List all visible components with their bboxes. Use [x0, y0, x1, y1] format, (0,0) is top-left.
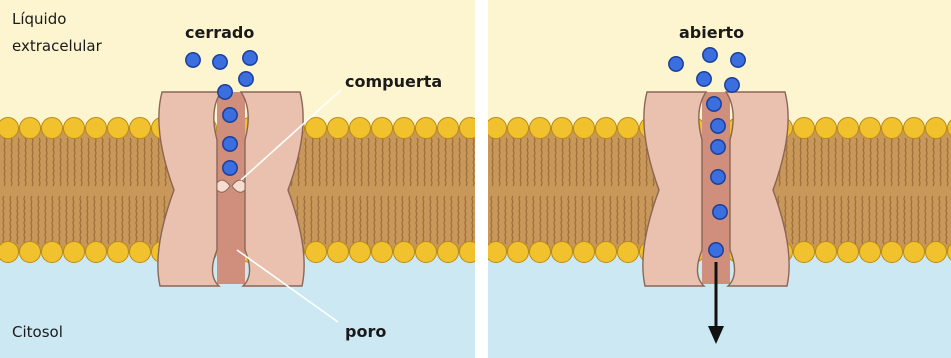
- cytosol-label: Citosol: [12, 323, 63, 341]
- lipid-head: [508, 118, 529, 139]
- ion: [707, 97, 721, 111]
- lipid-head: [372, 242, 393, 263]
- lipid-head: [64, 118, 85, 139]
- ion: [669, 57, 683, 71]
- lipid-head: [838, 242, 859, 263]
- ion: [703, 48, 717, 62]
- lipid-head: [486, 118, 507, 139]
- lipid-head: [508, 242, 529, 263]
- ion: [218, 85, 232, 99]
- pore-label: poro: [345, 322, 386, 341]
- lipid-head: [350, 242, 371, 263]
- extracellular-label-line1: Líquido: [12, 10, 66, 28]
- lipid-head: [904, 118, 925, 139]
- ion: [725, 78, 739, 92]
- lipid-head: [552, 242, 573, 263]
- ion: [731, 53, 745, 67]
- lipid-head: [108, 242, 129, 263]
- lipid-head: [618, 242, 639, 263]
- gate-label: compuerta: [345, 72, 442, 91]
- lipid-head: [460, 242, 481, 263]
- ion: [711, 119, 725, 133]
- lipid-head: [86, 118, 107, 139]
- lipid-head: [328, 242, 349, 263]
- lipid-head: [306, 242, 327, 263]
- ion: [223, 108, 237, 122]
- lipid-head: [816, 242, 837, 263]
- lipid-head: [372, 118, 393, 139]
- ion: [223, 137, 237, 151]
- lipid-head: [618, 118, 639, 139]
- ion: [213, 55, 227, 69]
- lipid-head: [574, 242, 595, 263]
- ion: [697, 72, 711, 86]
- closed-state-label: cerrado: [185, 23, 254, 42]
- lipid-head: [460, 118, 481, 139]
- lipid-head: [0, 118, 19, 139]
- lipid-head: [574, 118, 595, 139]
- lipid-head: [926, 118, 947, 139]
- lipid-head: [596, 118, 617, 139]
- ion: [709, 243, 723, 257]
- ion: [223, 161, 237, 175]
- ion: [711, 170, 725, 184]
- lipid-head: [882, 242, 903, 263]
- lipid-head: [64, 242, 85, 263]
- lipid-head: [328, 118, 349, 139]
- lipid-head: [350, 118, 371, 139]
- ion: [239, 72, 253, 86]
- lipid-head: [882, 118, 903, 139]
- lipid-head: [20, 118, 41, 139]
- lipid-head: [438, 242, 459, 263]
- lipid-head: [794, 242, 815, 263]
- extracellular-label-line2: extracelular: [12, 37, 103, 55]
- lipid-head: [0, 242, 19, 263]
- lipid-head: [530, 242, 551, 263]
- lipid-head: [394, 242, 415, 263]
- lipid-head: [416, 242, 437, 263]
- lipid-head: [416, 118, 437, 139]
- lipid-head: [794, 118, 815, 139]
- lipid-head: [86, 242, 107, 263]
- ion: [186, 53, 200, 67]
- open-channel-panel: [486, 0, 951, 358]
- lipid-head: [860, 242, 881, 263]
- ion: [711, 140, 725, 154]
- lipid-head: [108, 118, 129, 139]
- lipid-head: [530, 118, 551, 139]
- lipid-head: [42, 118, 63, 139]
- lipid-head: [306, 118, 327, 139]
- lipid-head: [904, 242, 925, 263]
- lipid-head: [20, 242, 41, 263]
- lipid-head: [816, 118, 837, 139]
- ion: [243, 51, 257, 65]
- lipid-head: [130, 242, 151, 263]
- lipid-head: [552, 118, 573, 139]
- lipid-head: [394, 118, 415, 139]
- lipid-head: [486, 242, 507, 263]
- lipid-head: [438, 118, 459, 139]
- lipid-head: [596, 242, 617, 263]
- lipid-head: [838, 118, 859, 139]
- open-state-label: abierto: [679, 23, 744, 42]
- lipid-head: [926, 242, 947, 263]
- ion: [713, 205, 727, 219]
- lipid-head: [860, 118, 881, 139]
- lipid-head: [42, 242, 63, 263]
- lipid-head: [130, 118, 151, 139]
